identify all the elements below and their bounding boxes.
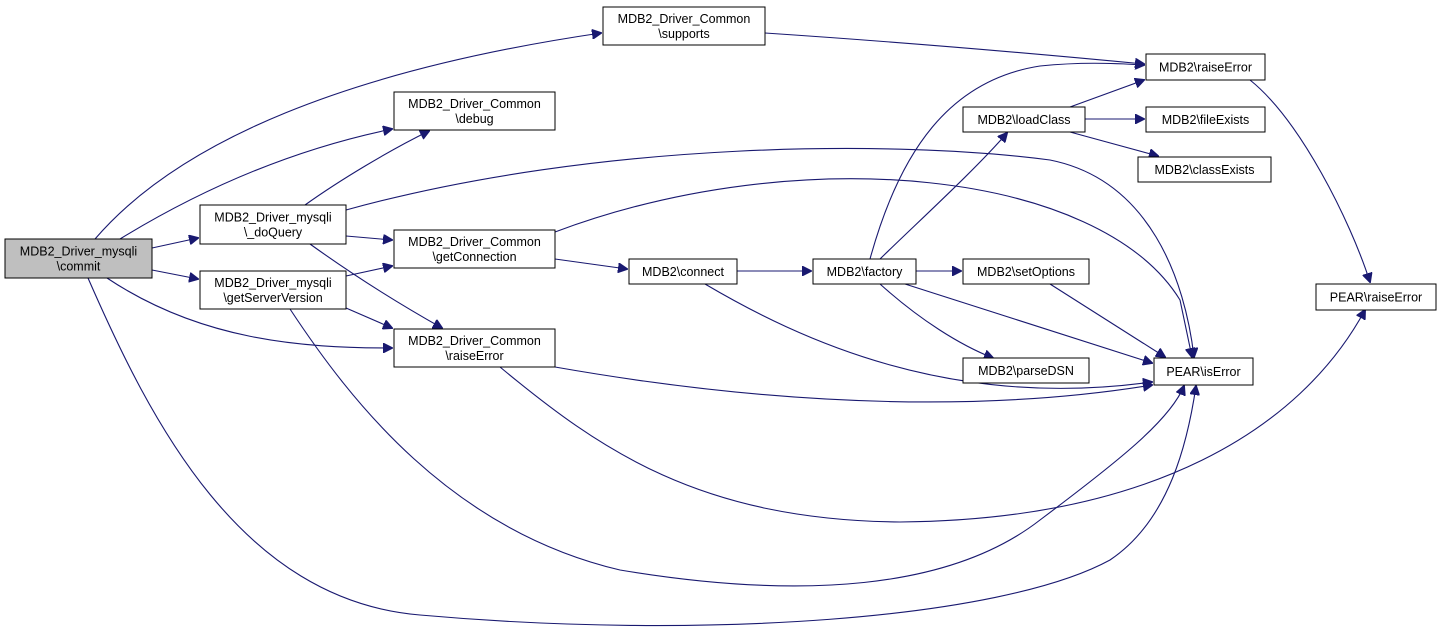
node-factory[interactable]: MDB2\factory xyxy=(812,258,917,285)
node-box[interactable] xyxy=(1145,106,1266,133)
node-box[interactable] xyxy=(1145,53,1266,81)
node-box[interactable] xyxy=(1153,357,1254,386)
edge-doQuery-to-commonRaiseError xyxy=(309,243,442,328)
edge-mdb2RaiseError-to-pearRaiseError xyxy=(1249,79,1370,282)
node-commonRaiseError[interactable]: MDB2_Driver_Common\raiseError xyxy=(393,328,556,368)
edge-getConnection-to-isError xyxy=(554,178,1192,357)
node-box[interactable] xyxy=(962,357,1090,384)
node-label-line: \supports xyxy=(658,27,709,41)
edge-commit-to-getServerVersion xyxy=(151,269,198,279)
node-box[interactable] xyxy=(962,258,1090,285)
node-box[interactable] xyxy=(393,91,556,131)
edge-factory-to-loadClass xyxy=(879,133,1007,260)
edge-commonRaiseError-to-pearRaiseError xyxy=(499,310,1365,523)
edge-commit-to-isError xyxy=(87,277,1196,627)
edge-getServerVersion-to-isError xyxy=(289,308,1184,587)
edge-factory-to-isError xyxy=(904,283,1152,363)
edge-factory-to-parseDSN xyxy=(879,283,993,358)
node-debug[interactable]: MDB2_Driver_Common\debug xyxy=(393,91,556,131)
node-classExists[interactable]: MDB2\classExists xyxy=(1137,156,1272,183)
node-box[interactable] xyxy=(602,6,766,46)
edge-factory-to-mdb2RaiseError xyxy=(869,63,1144,260)
edge-setOptions-to-isError xyxy=(1049,283,1165,357)
node-label-line: MDB2_Driver_mysqli xyxy=(214,276,331,290)
node-box[interactable] xyxy=(393,328,556,368)
node-label-line: \debug xyxy=(455,112,493,126)
node-label-line: MDB2_Driver_Common xyxy=(408,97,541,111)
node-getServerVersion[interactable]: MDB2_Driver_mysqli\getServerVersion xyxy=(199,270,347,310)
node-label-line: \raiseError xyxy=(445,349,503,363)
node-label-line: MDB2_Driver_mysqli xyxy=(214,211,331,225)
edges-layer xyxy=(87,32,1370,627)
edge-getServerVersion-to-commonRaiseError xyxy=(345,307,392,328)
node-box[interactable] xyxy=(962,106,1086,133)
node-label-line: MDB2_Driver_mysqli xyxy=(20,245,137,259)
node-label-line: MDB2\parseDSN xyxy=(978,364,1074,378)
edge-supports-to-mdb2RaiseError xyxy=(764,32,1144,64)
edge-doQuery-to-getConnection xyxy=(345,236,392,240)
edge-commit-to-debug xyxy=(119,129,392,240)
edge-commonRaiseError-to-isError xyxy=(554,366,1152,403)
node-label-line: MDB2_Driver_Common xyxy=(408,235,541,249)
node-box[interactable] xyxy=(4,238,153,279)
node-label-line: MDB2_Driver_Common xyxy=(618,12,751,26)
edge-commit-to-commonRaiseError xyxy=(106,277,392,348)
node-isError[interactable]: PEAR\isError xyxy=(1153,357,1254,386)
node-label-line: \getServerVersion xyxy=(223,291,322,305)
node-setOptions[interactable]: MDB2\setOptions xyxy=(962,258,1090,285)
node-label-line: MDB2\setOptions xyxy=(977,265,1075,279)
edge-getConnection-to-connect xyxy=(554,258,627,269)
edge-doQuery-to-isError xyxy=(345,147,1194,357)
node-box[interactable] xyxy=(393,229,556,269)
nodes-layer: MDB2_Driver_mysqli\commitMDB2_Driver_Com… xyxy=(4,6,1437,386)
edge-loadClass-to-mdb2RaiseError xyxy=(1069,80,1144,108)
node-label-line: MDB2\fileExists xyxy=(1162,113,1250,127)
node-fileExists[interactable]: MDB2\fileExists xyxy=(1145,106,1266,133)
edge-loadClass-to-classExists xyxy=(1069,131,1158,156)
node-connect[interactable]: MDB2\connect xyxy=(628,258,738,285)
node-label-line: MDB2_Driver_Common xyxy=(408,334,541,348)
node-getConnection[interactable]: MDB2_Driver_Common\getConnection xyxy=(393,229,556,269)
node-parseDSN[interactable]: MDB2\parseDSN xyxy=(962,357,1090,384)
node-box[interactable] xyxy=(628,258,738,285)
edge-getServerVersion-to-getConnection xyxy=(345,266,392,277)
node-box[interactable] xyxy=(812,258,917,285)
node-label-line: MDB2\factory xyxy=(827,265,903,279)
node-label-line: \_doQuery xyxy=(244,226,303,240)
node-box[interactable] xyxy=(1315,283,1437,311)
node-mdb2RaiseError[interactable]: MDB2\raiseError xyxy=(1145,53,1266,81)
node-label-line: \getConnection xyxy=(432,250,516,264)
node-label-line: MDB2\classExists xyxy=(1154,163,1254,177)
node-doQuery[interactable]: MDB2_Driver_mysqli\_doQuery xyxy=(199,204,347,245)
node-label-line: PEAR\raiseError xyxy=(1330,291,1422,305)
node-pearRaiseError[interactable]: PEAR\raiseError xyxy=(1315,283,1437,311)
edge-doQuery-to-debug xyxy=(304,131,429,206)
node-label-line: MDB2\loadClass xyxy=(977,113,1070,127)
node-box[interactable] xyxy=(199,204,347,245)
node-label-line: MDB2\connect xyxy=(642,265,725,279)
node-box[interactable] xyxy=(1137,156,1272,183)
node-supports[interactable]: MDB2_Driver_Common\supports xyxy=(602,6,766,46)
node-box[interactable] xyxy=(199,270,347,310)
edge-commit-to-doQuery xyxy=(151,238,198,249)
node-loadClass[interactable]: MDB2\loadClass xyxy=(962,106,1086,133)
node-label-line: \commit xyxy=(57,260,101,274)
edge-connect-to-isError xyxy=(704,283,1152,389)
node-label-line: PEAR\isError xyxy=(1166,365,1240,379)
node-label-line: MDB2\raiseError xyxy=(1159,61,1252,75)
edge-commit-to-supports xyxy=(94,33,601,240)
node-commit[interactable]: MDB2_Driver_mysqli\commit xyxy=(4,238,153,279)
